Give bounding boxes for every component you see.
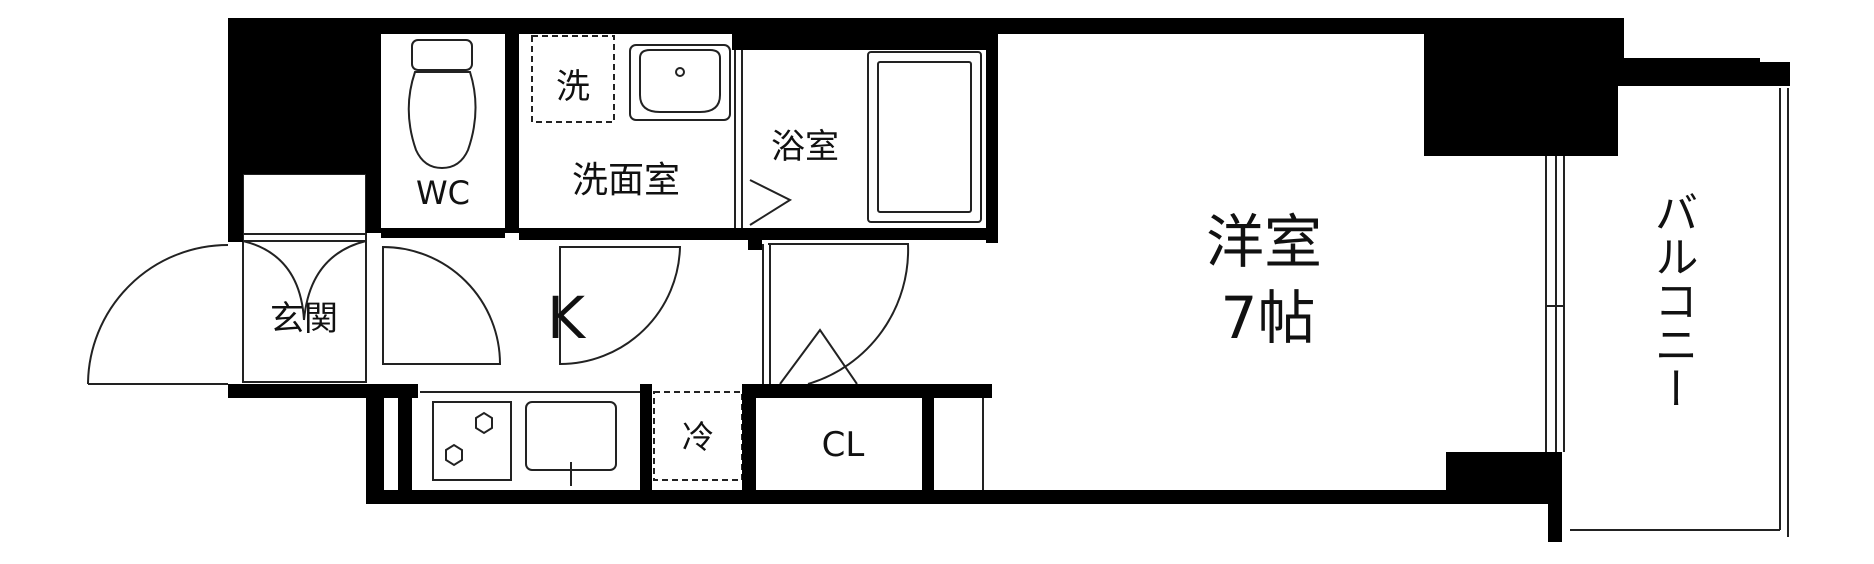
kitchen-door-swing-right [559,246,682,366]
room-label-balcony: バルコニー [1647,190,1698,410]
room-label-bathroom: 浴室 [771,127,839,167]
fixture-lines [87,35,1789,537]
room-label-kitchen: K [547,284,587,352]
room-label-fridge: 冷 [682,418,714,456]
room-label-western: 洋室 [1206,208,1322,276]
room-label-entrance: 玄関 [270,299,338,339]
room-label-toilet: WC [416,174,470,212]
room-label-closet: CL [822,425,865,465]
room-label-washroom: 洗面室 [572,160,680,201]
front-door-swing [87,244,229,385]
walls [228,18,1790,542]
stove [432,401,512,481]
kitchen-door-swing-left [382,245,502,365]
room-size-western: 7帖 [1221,284,1316,352]
washbasin [629,44,731,121]
hallway-door-swing [768,243,910,385]
kitchen-sink [525,401,617,471]
closet-door-triangle [779,328,858,385]
entrance-outline [242,173,367,383]
room-label-washer: 洗 [556,67,590,107]
bath-door-triangle [749,179,793,226]
bathtub [867,51,982,223]
toilet [411,39,473,71]
washer-space [531,35,615,123]
